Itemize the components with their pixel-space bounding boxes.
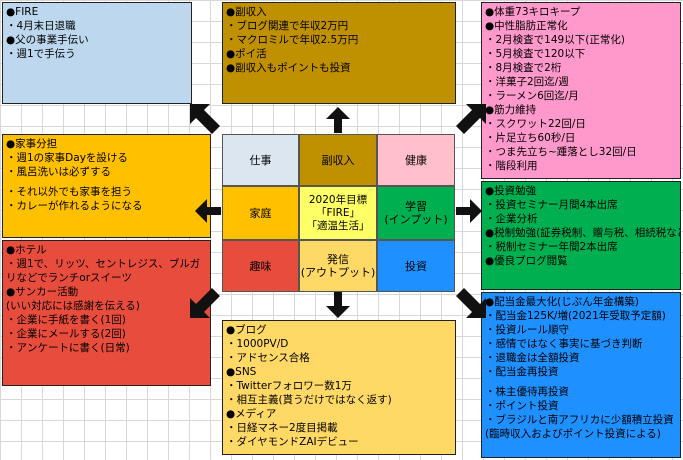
list-item: ・アンケートに書く(日常) bbox=[6, 342, 130, 354]
section-heading: ●父の事業手伝い bbox=[6, 34, 89, 46]
list-item: ・投資ルール順守 bbox=[485, 324, 569, 336]
section-heading: ●投資勉強 bbox=[485, 185, 537, 197]
arrow-up-icon bbox=[326, 107, 350, 133]
list-item: ・日経マネー2度目掲載 bbox=[226, 422, 338, 434]
list-item: ・相互主義(貰うだけではなく返す) bbox=[226, 394, 392, 406]
side-income-box: ●副収入・ブログ関連で年収2万円・マクロミルで年収2.5万円 ●ポイ活 ●副収入もポ… bbox=[222, 2, 456, 104]
list-item: ・週1の家事Dayを設ける bbox=[6, 152, 128, 164]
goal-line-2: 「FIRE」 bbox=[315, 206, 361, 219]
list-item: (臨時収入およびポイント投資による) bbox=[485, 428, 661, 440]
section-heading: ●筋力維持 bbox=[485, 104, 537, 116]
list-item: ・配当金再投資 bbox=[485, 366, 559, 378]
housework-box: ●家事分担・週1の家事Dayを設ける・風呂洗いは必ずする・それ以外でも家事を担う… bbox=[2, 134, 211, 238]
section-heading: ●副収入 bbox=[226, 6, 267, 18]
section-heading: ●メディア bbox=[226, 408, 277, 420]
section-heading: ●配当金最大化(じぶん年金構築) bbox=[485, 296, 639, 308]
list-item: ・配当金125K/増(2021年受取予定額) bbox=[485, 310, 666, 322]
section-heading: ●サンカー活動 bbox=[6, 286, 79, 298]
center-side-income: 副収入 bbox=[299, 134, 377, 186]
health-box: ●体重73キロキープ ●中性脂肪正常化・2月検査で149以下(正常化) ・5月検査で… bbox=[481, 2, 681, 179]
list-item: ・感情ではなく事実に基づき判断 bbox=[485, 338, 643, 350]
section-heading: ●ポイ活 bbox=[226, 48, 267, 60]
center-hobby: 趣味 bbox=[222, 240, 299, 292]
section-heading: ●体重73キロキープ bbox=[485, 6, 581, 18]
list-item: ・企業にメールする(2回) bbox=[6, 328, 126, 340]
list-item: ・それ以外でも家事を担う bbox=[6, 186, 132, 198]
list-item: ・週1で手伝う bbox=[6, 48, 76, 60]
list-item: ・週1で、リッツ、セントレジス、ブルガリなどでランチorスイーツ bbox=[6, 258, 201, 284]
center-goal: 2020年目標 「FIRE」 「適温生活」 bbox=[299, 186, 377, 240]
output-box: ●ブログ・1000PV/D ・アドセンス合格 ●SNS ・Twitterフォロワー数1… bbox=[222, 320, 456, 455]
investment-box: ●配当金最大化(じぶん年金構築) ・配当金125K/増(2021年受取予定額) ・投… bbox=[481, 292, 681, 458]
list-item: ・Twitterフォロワー数1万 bbox=[226, 380, 352, 392]
center-investment: 投資 bbox=[377, 240, 455, 292]
fire-box: ●FIRE ・4月末日退職 ●父の事業手伝い・週1で手伝う bbox=[2, 2, 192, 104]
arrow-right-icon bbox=[456, 199, 482, 223]
list-item: ・投資セミナー月間4本出席 bbox=[485, 199, 618, 211]
list-item: ・洋菓子2回迄/週 bbox=[485, 76, 569, 88]
list-item: ・ポイント投資 bbox=[485, 400, 559, 412]
list-item: ・4月末日退職 bbox=[6, 20, 76, 32]
list-item: ・ブラジルと南アフリカに少額積立投資 bbox=[485, 414, 674, 426]
study-box: ●投資勉強・投資セミナー月間4本出席・企業分析 ●税制勉強(証券税制、贈与税、相続… bbox=[481, 181, 681, 290]
list-item: ・カレーが作れるようになる bbox=[6, 200, 143, 212]
section-heading: ●ホテル bbox=[6, 244, 47, 256]
goal-line-1: 2020年目標 bbox=[308, 193, 368, 206]
output-line-1: 発信 bbox=[327, 253, 349, 266]
list-item: ・5月検査で120以下 bbox=[485, 48, 586, 60]
list-item: ・片足立ち60秒/日 bbox=[485, 132, 576, 144]
arrow-down-icon bbox=[326, 292, 350, 318]
study-line-2: (インプット) bbox=[384, 213, 448, 226]
list-item: ・アドセンス合格 bbox=[226, 352, 310, 364]
center-output: 発信 (アウトプット) bbox=[299, 240, 377, 292]
section-heading: ●副収入もポイントも投資 bbox=[226, 62, 351, 74]
list-item: ・1000PV/D bbox=[226, 338, 289, 350]
list-item: ・風呂洗いは必ずする bbox=[6, 166, 111, 178]
list-item: ・企業分析 bbox=[485, 213, 538, 225]
section-heading: ●SNS bbox=[226, 366, 257, 378]
center-work: 仕事 bbox=[222, 134, 299, 186]
hobby-box: ●ホテル・週1で、リッツ、セントレジス、ブルガリなどでランチorスイーツ ●サンカ… bbox=[2, 240, 211, 386]
list-item: ・ラーメン6回迄/月 bbox=[485, 90, 579, 102]
list-item: ・8月検査で2桁 bbox=[485, 62, 562, 74]
list-item: ・企業に手紙を書く(1回) bbox=[6, 314, 126, 326]
goal-line-3: 「適温生活」 bbox=[306, 219, 370, 232]
list-item: ・退職金は全額投資 bbox=[485, 352, 580, 364]
list-item: ・株主優待再投資 bbox=[485, 386, 569, 398]
section-heading: ●家事分担 bbox=[6, 138, 58, 150]
arrow-down-left-icon bbox=[190, 288, 220, 318]
section-heading: ●FIRE bbox=[6, 6, 39, 18]
arrow-up-left-icon bbox=[190, 104, 220, 134]
section-heading: ●ブログ bbox=[226, 324, 267, 336]
center-health: 健康 bbox=[377, 134, 455, 186]
arrow-left-icon bbox=[195, 199, 221, 223]
list-item: ・2月検査で149以下(正常化) bbox=[485, 34, 625, 46]
list-item: (いい対応には感謝を伝える) bbox=[6, 300, 140, 312]
list-item: ・税制セミナー年間2本出席 bbox=[485, 241, 618, 253]
study-line-1: 学習 bbox=[405, 200, 427, 213]
list-item: ・マクロミルで年収2.5万円 bbox=[226, 34, 359, 46]
section-heading: ●優良ブログ閲覧 bbox=[485, 255, 568, 267]
list-item: ・つま先立ち~踵落とし32回/日 bbox=[485, 146, 637, 158]
arrow-up-right-icon bbox=[456, 104, 486, 134]
list-item: ・階段利用 bbox=[485, 160, 538, 172]
list-item: ・スクワット22回/日 bbox=[485, 118, 586, 130]
output-line-2: (アウトプット) bbox=[300, 266, 376, 279]
list-item: ・ブログ関連で年収2万円 bbox=[226, 20, 349, 32]
section-heading: ●税制勉強(証券税制、贈与税、相続税など) bbox=[485, 227, 681, 239]
center-home: 家庭 bbox=[222, 186, 299, 240]
section-heading: ●中性脂肪正常化 bbox=[485, 20, 568, 32]
list-item: ・ダイヤモンドZAIデビュー bbox=[226, 436, 359, 448]
arrow-down-right-icon bbox=[456, 288, 486, 318]
center-study: 学習 (インプット) bbox=[377, 186, 455, 240]
